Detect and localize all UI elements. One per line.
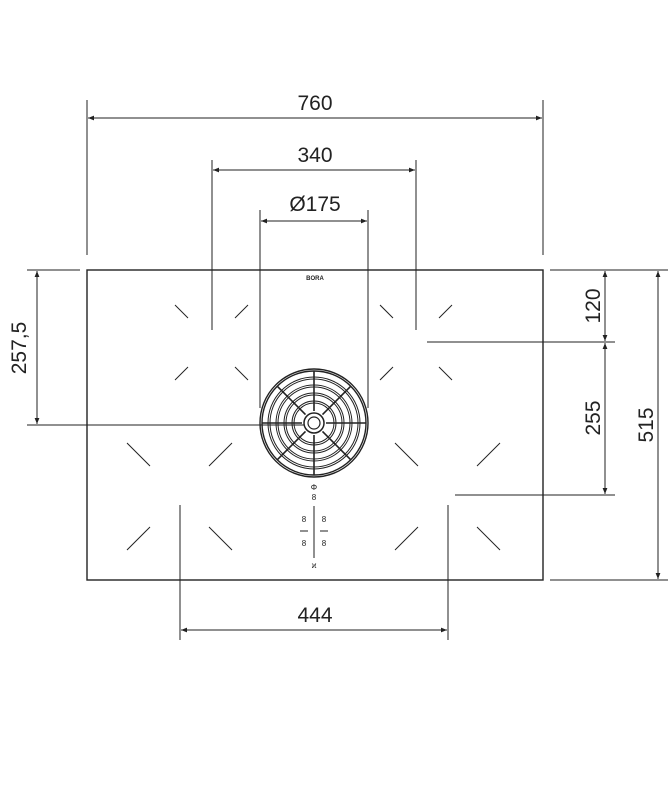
dim-label-overall-depth: 515 <box>635 407 658 442</box>
power-icon[interactable]: Φ <box>311 483 317 492</box>
zone-display-top-right[interactable]: 8 <box>322 515 327 524</box>
extension-lines <box>27 100 668 640</box>
dim-label-overall-width: 760 <box>297 92 332 115</box>
brand-logo: BORA <box>306 276 324 282</box>
cooking-zone-bottom-left <box>126 442 233 551</box>
dim-label-fan-diameter: Ø175 <box>289 193 340 216</box>
dim-label-zone-vertical: 255 <box>582 400 605 435</box>
cooking-zone-top-left <box>174 304 249 381</box>
dim-label-zone-spacing-top: 340 <box>297 144 332 167</box>
dim-label-top-zone: 120 <box>582 288 605 323</box>
extract-icon[interactable]: ϰ <box>312 561 317 570</box>
dim-label-fan-center: 257,5 <box>8 322 31 375</box>
cooking-zone-bottom-right <box>394 442 501 551</box>
fan-hub-inner <box>307 416 321 430</box>
fan-spoke <box>321 430 352 461</box>
zone-display-bottom-right[interactable]: 8 <box>322 539 327 548</box>
fan-spoke <box>321 385 352 416</box>
extractor-display: 8 <box>312 493 317 502</box>
fan-ring <box>259 368 369 478</box>
dim-label-zone-spacing-bottom: 444 <box>297 604 332 627</box>
cooking-zone-top-right <box>379 304 453 381</box>
control-panel: Φ 8 8 8 8 8 ϰ <box>300 483 328 570</box>
extractor-fan-grille <box>259 368 369 478</box>
zone-display-bottom-left[interactable]: 8 <box>302 539 307 548</box>
fan-spoke <box>276 385 307 416</box>
zone-display-top-left[interactable]: 8 <box>302 515 307 524</box>
fan-hub <box>303 412 325 434</box>
fan-spoke <box>276 430 307 461</box>
